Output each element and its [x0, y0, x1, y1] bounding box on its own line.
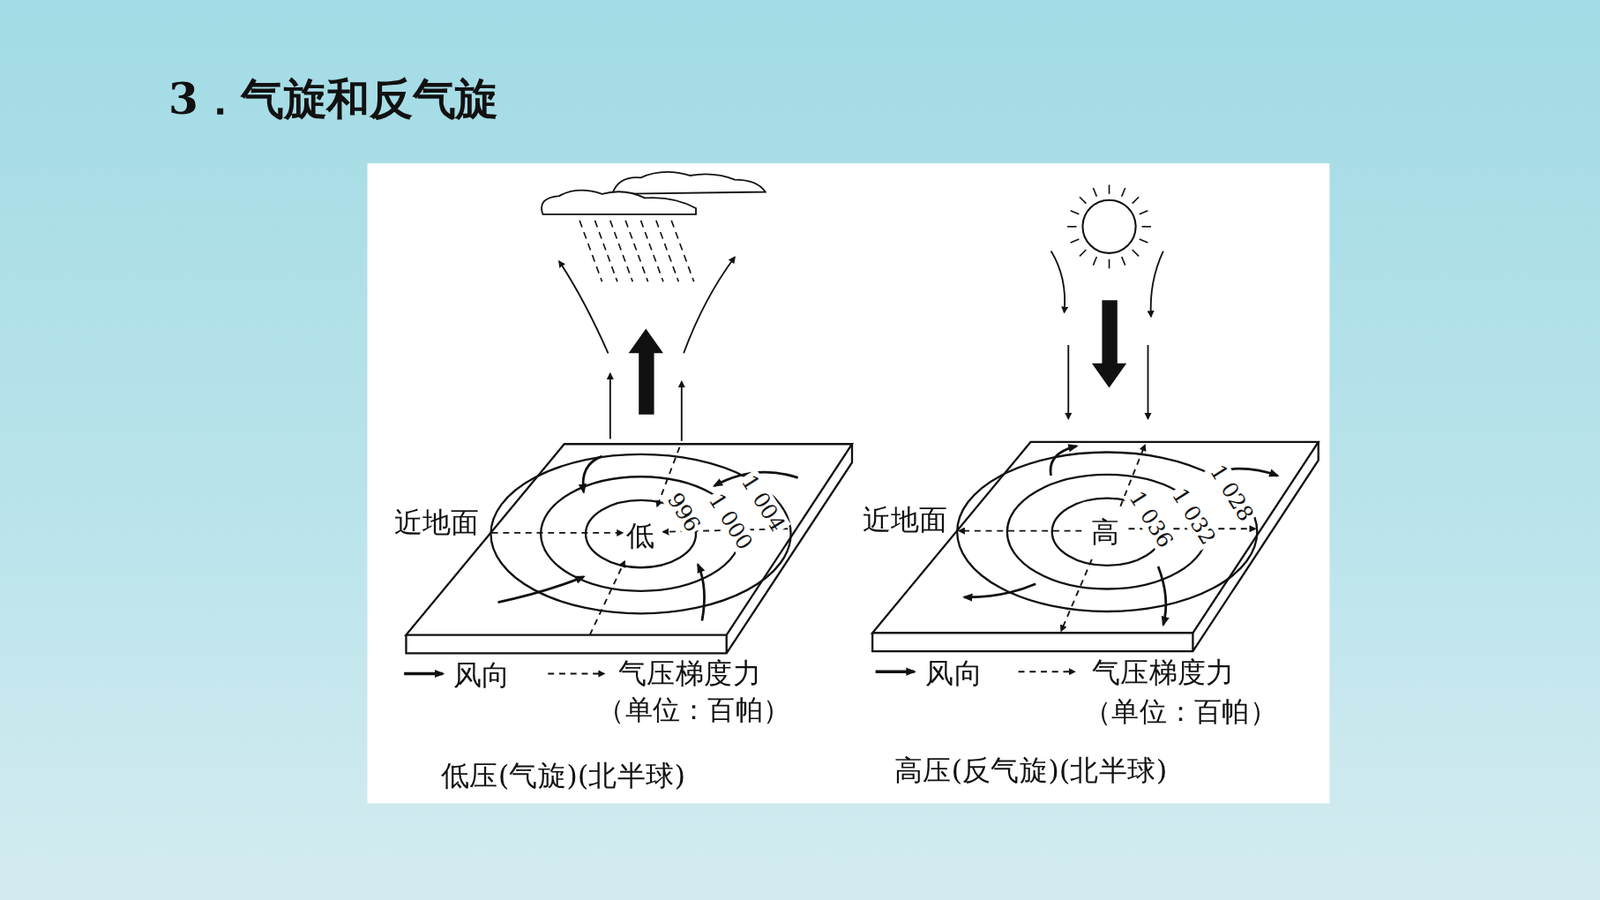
anticyclone-figure — [872, 184, 1319, 651]
figure-caption: 高压(反气旋)(北半球) — [894, 754, 1168, 787]
slide-title: 3．气旋和反气旋 — [168, 74, 499, 125]
legend-text: 气压梯度力 — [618, 657, 762, 690]
surface-label: 近地面 — [394, 506, 480, 539]
legend-text: 气压梯度力 — [1091, 656, 1235, 689]
pressure-center: 低 — [624, 519, 658, 553]
cyclone-figure — [405, 171, 853, 654]
legend-text: 风向 — [925, 657, 983, 690]
unit-note: （单位：百帕） — [1084, 695, 1278, 727]
figure-caption: 低压(气旋)(北半球) — [441, 759, 686, 793]
unit-note: （单位：百帕） — [597, 693, 791, 726]
pressure-center: 高 — [1088, 515, 1122, 549]
legend-text: 风向 — [453, 658, 511, 692]
surface-label: 近地面 — [862, 503, 949, 537]
white-panel — [366, 163, 1330, 803]
